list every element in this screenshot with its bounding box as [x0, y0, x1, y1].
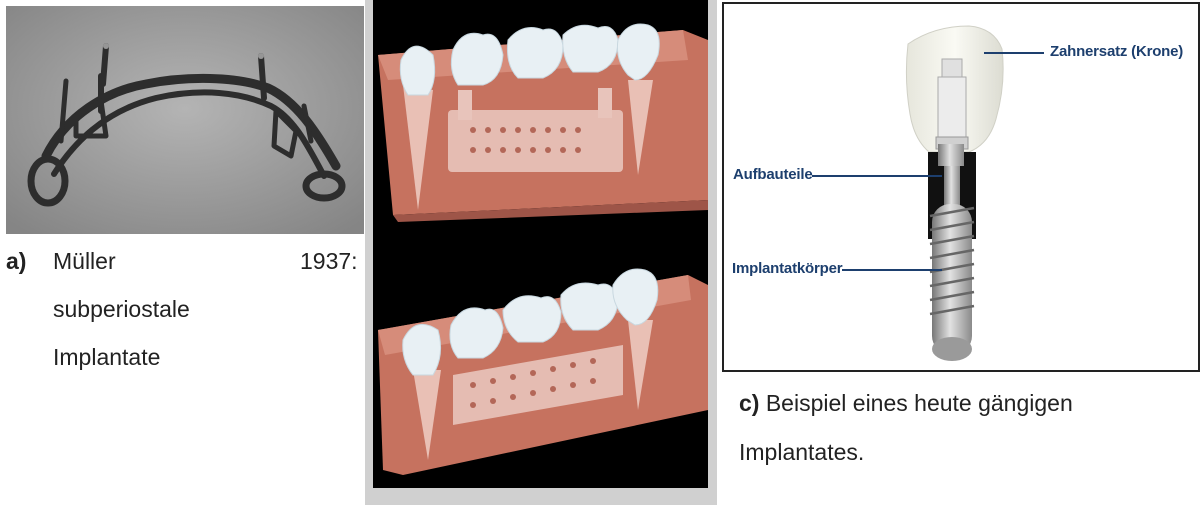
- caption-a-year: 1937:: [300, 250, 358, 273]
- caption-c-line2: Implantates.: [739, 441, 864, 464]
- abutment-leader-line: [812, 175, 942, 177]
- implant-body-label: Implantatkörper: [732, 260, 842, 277]
- caption-a-letter: a): [6, 250, 26, 273]
- jaw-render-panel: [365, 0, 717, 505]
- jaw-render-bottom: [373, 250, 708, 488]
- jaw-render-top: [373, 0, 708, 250]
- crown-label: Zahnersatz (Krone): [1050, 43, 1183, 60]
- crown-leader-line: [984, 52, 1044, 54]
- caption-a-author: Müller: [53, 250, 116, 273]
- caption-a-line3: Implantate: [53, 346, 160, 369]
- caption-a-line2: subperiostale: [53, 298, 190, 321]
- implant-diagram-frame: Zahnersatz (Krone) Aufbauteile Implantat…: [722, 2, 1200, 372]
- caption-c-line1: c) Beispiel eines heute gängigen: [739, 392, 1073, 415]
- implant-body-leader-line: [842, 269, 942, 271]
- abutment-label: Aufbauteile: [733, 166, 812, 183]
- subperiosteal-implant-photo: [6, 6, 364, 234]
